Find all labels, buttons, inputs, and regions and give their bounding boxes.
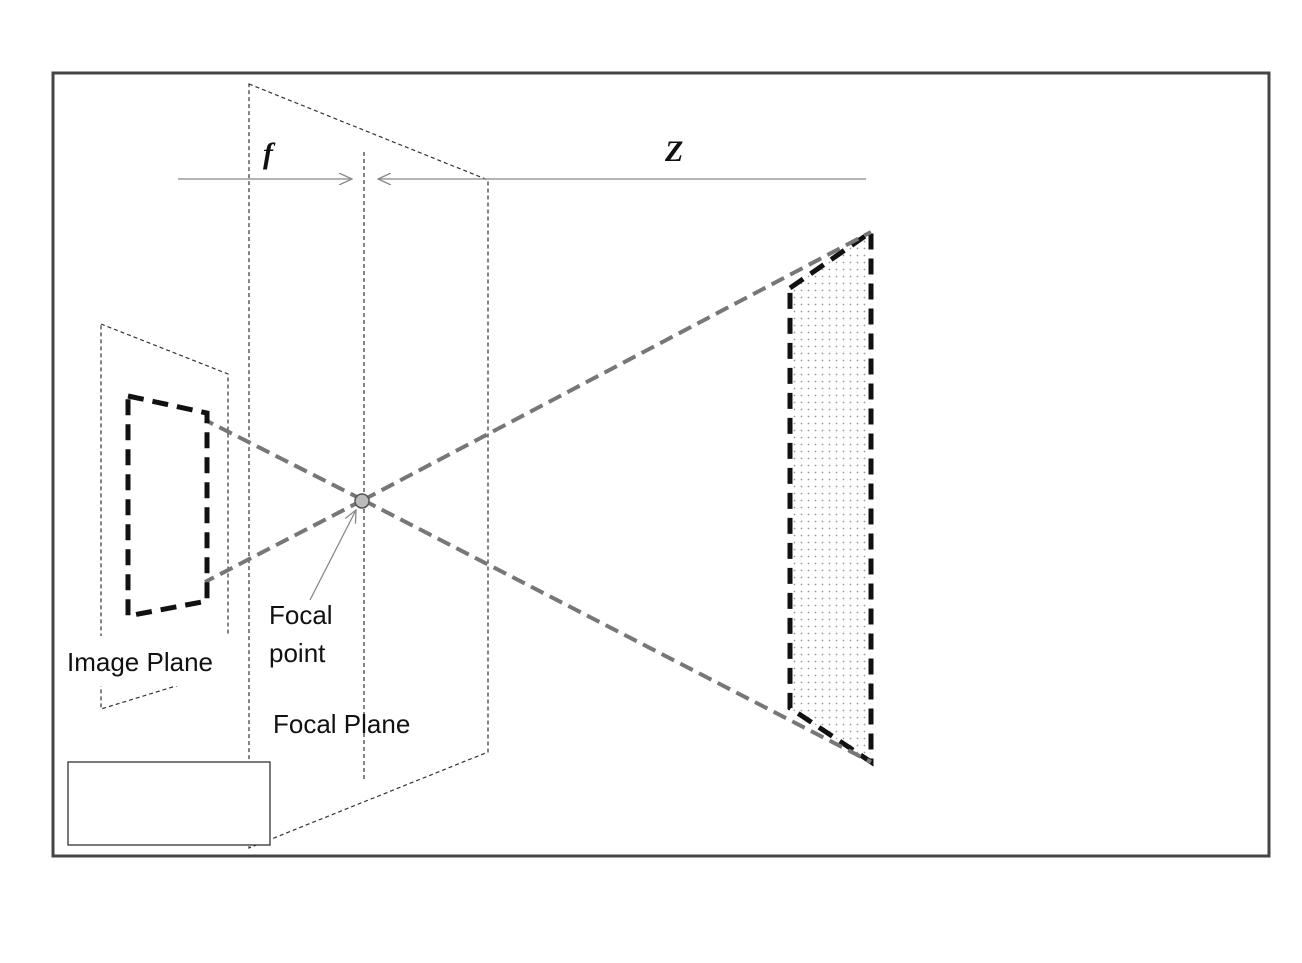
- focal-point-dot: [354, 493, 370, 509]
- ray-bottom-image: [204, 498, 364, 584]
- focal-point-label-line1: Focal: [269, 600, 333, 630]
- f-label: f: [263, 137, 276, 170]
- ray-top-object: [362, 230, 872, 502]
- image-outline: [125, 392, 210, 620]
- ray-top-image: [204, 418, 364, 502]
- projection-rays: [204, 230, 872, 764]
- image-plane-label-bg: [55, 636, 241, 686]
- image-plane-label: Image Plane: [67, 647, 213, 677]
- focal-plane-label: Focal Plane: [273, 709, 410, 739]
- focal-point-label-line2: point: [269, 638, 326, 668]
- object-fill: [790, 232, 871, 762]
- focal-point-pointer: [309, 510, 356, 601]
- empty-box: [67, 761, 271, 846]
- focal-plane: [248, 83, 489, 849]
- image-plane: [100, 323, 229, 710]
- z-label: Z: [664, 135, 683, 168]
- ray-bottom-object: [362, 498, 872, 764]
- outer-frame: [51, 71, 1271, 858]
